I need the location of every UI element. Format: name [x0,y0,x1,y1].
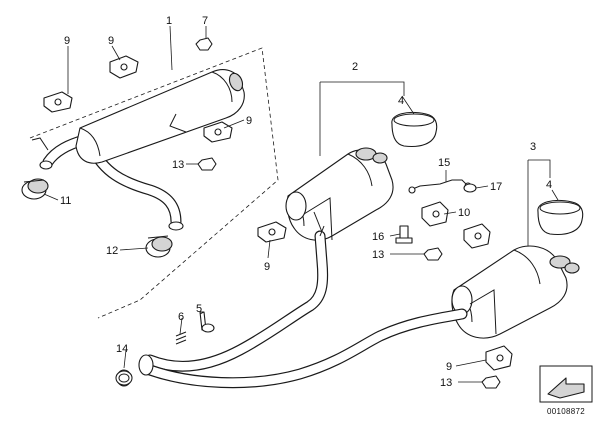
diagram-code: 00108872 [547,407,585,416]
nut-13-mid[interactable] [423,247,443,261]
hanger-mount-center-left[interactable] [257,221,287,243]
spring-6[interactable] [175,331,187,345]
callout-13: 13 [372,249,384,261]
callout-9: 9 [64,35,70,47]
sleeve-center[interactable] [391,111,438,148]
bolt-16[interactable] [395,225,413,244]
hanger-mount-center-right[interactable] [421,201,449,227]
callout-10: 10 [458,207,470,219]
nut-7[interactable] [195,37,213,51]
callout-11: 11 [60,195,71,207]
callout-5: 5 [196,303,202,315]
rear-right-silencer[interactable] [451,245,580,339]
callout-9: 9 [108,35,114,47]
gasket-14[interactable] [115,370,133,386]
callout-14: 14 [116,343,128,355]
front-pipe[interactable] [116,225,468,389]
hanger-mount-right[interactable] [463,223,491,249]
callout-15: 15 [438,157,450,169]
callout-9: 9 [264,261,270,273]
callout-13: 13 [172,159,184,171]
callout-13: 13 [440,377,452,389]
hanger-mount-top[interactable] [109,55,139,79]
hanger-mount-mid[interactable] [203,121,233,143]
nut-13-upper[interactable] [197,157,217,171]
callout-9: 9 [246,115,252,127]
leader-lines [43,25,559,383]
hanger-mount-lower-right[interactable] [485,345,513,371]
rubber-17[interactable] [463,183,477,193]
callout-labels: 9 9 1 7 9 13 11 12 2 4 15 17 10 16 13 9 … [60,15,552,389]
callout-16: 16 [372,231,384,243]
callout-2: 2 [352,61,358,73]
callout-1: 1 [166,15,172,27]
hanger-mount-upper-left[interactable] [43,91,73,113]
bolt-5[interactable] [199,311,215,333]
callout-9: 9 [446,361,452,373]
callout-17: 17 [490,181,502,193]
callout-3: 3 [530,141,536,153]
callout-4: 4 [546,179,552,191]
rear-silencer[interactable] [31,69,245,231]
clamp-left[interactable] [21,178,49,200]
arrow-box-icon [539,365,593,403]
callout-4: 4 [398,95,404,107]
callout-6: 6 [178,311,184,323]
nut-13-lower[interactable] [481,375,501,389]
bracket-15[interactable] [408,179,472,194]
group-rear-silencer-frame [29,47,279,319]
callout-7: 7 [202,15,208,27]
clamp-lower-left[interactable] [145,235,173,258]
sleeve-right[interactable] [537,199,584,236]
center-silencer[interactable] [285,147,394,241]
callout-12: 12 [106,245,118,257]
